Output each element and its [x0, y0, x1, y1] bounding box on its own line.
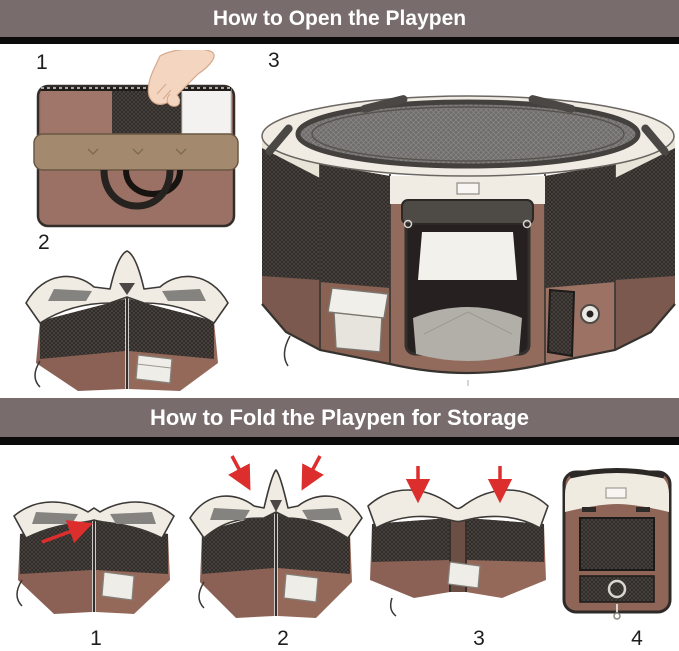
brand-label [605, 487, 627, 499]
zipper-ring-left [403, 219, 413, 229]
carry-bag [33, 84, 239, 228]
section-title-fold: How to Fold the Playpen for Storage [0, 398, 679, 437]
section-title-open: How to Open the Playpen [0, 0, 679, 37]
opening-left [48, 289, 92, 301]
divider-bar [0, 37, 679, 44]
fold-step-1-illustration [8, 468, 180, 626]
red-arrow-icon [301, 455, 324, 491]
fold-step-3-illustration [362, 462, 554, 620]
playpen-body [370, 518, 546, 598]
tie-cord [16, 579, 23, 607]
open-playpen-image [261, 95, 676, 386]
brand-label [456, 182, 480, 195]
mesh-wall-left [40, 299, 125, 359]
fold-step-1-image [13, 501, 175, 614]
grommet-hole [607, 579, 627, 599]
inner-back-wall [418, 232, 517, 280]
bottom-trim [261, 303, 676, 375]
playpen-top-rim [189, 469, 363, 539]
playpen-top [261, 95, 675, 177]
open-step-3-number: 3 [268, 49, 280, 72]
playpen-front-door [390, 176, 545, 386]
rim-corner-trim [265, 95, 669, 156]
opening-right [162, 289, 206, 301]
grommet-hole [580, 304, 600, 324]
bag-handle-front [100, 169, 174, 210]
carry-bag-image [33, 50, 239, 228]
divider-bar [0, 437, 679, 445]
fold-step-4-number: 4 [631, 627, 643, 650]
white-pocket [135, 354, 173, 384]
folded-playpen [562, 468, 672, 620]
tie-cord [283, 335, 291, 367]
tie-cord [389, 597, 397, 617]
floor-mat [413, 307, 522, 361]
bag-white-panel [181, 88, 232, 142]
white-pocket [283, 573, 319, 603]
mesh-window [579, 517, 655, 571]
fold-step-1-number: 1 [90, 627, 102, 650]
bag-handle-back [123, 169, 183, 197]
top-trim [569, 468, 665, 479]
rolled-mesh-flap [401, 199, 534, 225]
mesh-wall [545, 164, 615, 288]
open-step-1-number: 1 [36, 51, 48, 74]
mesh-wall [320, 164, 390, 288]
red-arrow-icon [41, 520, 93, 544]
opening-center [119, 283, 135, 295]
mesh-wall [615, 136, 675, 280]
white-pocket [101, 571, 135, 601]
mesh-top-cover [295, 99, 641, 169]
fold-step-4-illustration [556, 460, 678, 624]
open-step-1-illustration [30, 50, 242, 232]
fold-step-3-image [367, 466, 549, 617]
mesh-pocket [546, 288, 576, 358]
fold-step-4-image [562, 468, 672, 620]
tie-cord [198, 581, 205, 609]
red-arrow-icon [228, 455, 251, 491]
zipper-ring-right [522, 219, 532, 229]
hand-icon [147, 50, 215, 107]
open-step-3-illustration [256, 90, 678, 392]
bag-front-panel [41, 89, 112, 141]
flap-stitching [87, 148, 187, 155]
fold-step-2-image [189, 455, 363, 618]
white-pocket [327, 287, 389, 353]
white-pocket [447, 561, 481, 589]
mesh-wall [262, 136, 320, 280]
mesh-wall-right [129, 299, 214, 359]
fold-step-2-illustration [184, 452, 368, 628]
open-step-2-number: 2 [38, 231, 50, 254]
tie-cord [34, 360, 41, 388]
playpen-top-rim [25, 250, 229, 324]
fold-step-2-number: 2 [277, 627, 289, 650]
open-step-2-illustration [20, 243, 235, 393]
half-open-playpen-image [25, 250, 229, 391]
fold-step-3-number: 3 [473, 627, 485, 650]
